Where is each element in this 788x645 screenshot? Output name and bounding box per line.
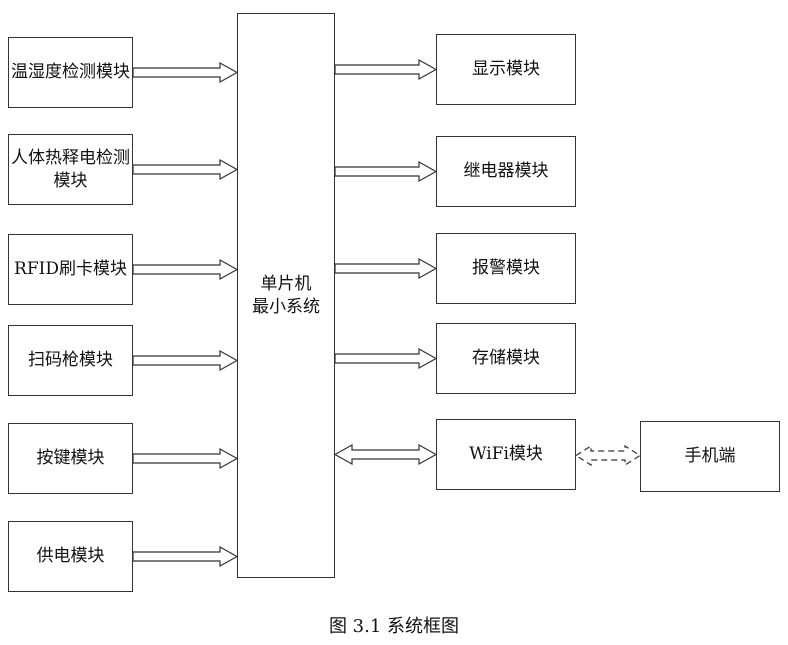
scanner-module-box: 扫码枪模块 (8, 325, 133, 396)
arrow-mcu-wifi-bidirectional (333, 443, 438, 466)
arrow-mcu-to-display (334, 58, 438, 81)
phone-box: 手机端 (640, 421, 780, 492)
figure-caption: 图 3.1 系统框图 (328, 616, 460, 637)
module-label: 人体热释电检测 模块 (11, 147, 130, 191)
arrow-power-to-mcu (132, 545, 239, 568)
phone-label: 手机端 (684, 446, 736, 467)
mcu-system-box: 单片机 最小系统 (237, 13, 335, 578)
alarm-module-box: 报警模块 (436, 233, 576, 304)
mcu-label: 单片机 最小系统 (252, 273, 320, 317)
arrow-scanner-to-mcu (132, 349, 239, 372)
arrow-mcu-to-storage (334, 347, 438, 370)
keypad-module-box: 按键模块 (8, 423, 133, 494)
arrow-mcu-to-relay (334, 160, 438, 183)
module-label: 显示模块 (472, 59, 540, 80)
arrow-wifi-phone-dashed (574, 444, 642, 467)
arrow-rfid-to-mcu (132, 258, 239, 281)
module-label: WiFi模块 (469, 444, 543, 465)
arrow-mcu-to-alarm (334, 257, 438, 280)
module-label: 供电模块 (36, 546, 105, 567)
arrow-pir-to-mcu (132, 158, 239, 181)
wifi-module-box: WiFi模块 (436, 419, 576, 490)
arrow-keypad-to-mcu (132, 447, 239, 470)
display-module-box: 显示模块 (436, 34, 576, 105)
module-label: 存储模块 (472, 348, 540, 369)
module-label: 扫码枪模块 (28, 350, 113, 371)
storage-module-box: 存储模块 (436, 323, 576, 394)
pir-module-box: 人体热释电检测 模块 (8, 134, 133, 205)
module-label: 按键模块 (36, 448, 105, 469)
arrow-temp-to-mcu (132, 61, 239, 84)
module-label: 继电器模块 (463, 161, 549, 182)
module-label: RFID刷卡模块 (14, 259, 127, 280)
power-module-box: 供电模块 (8, 521, 133, 592)
module-label: 报警模块 (472, 258, 540, 279)
module-label: 温湿度检测模块 (11, 62, 130, 83)
relay-module-box: 继电器模块 (436, 136, 576, 207)
rfid-module-box: RFID刷卡模块 (8, 234, 133, 305)
temp-humidity-module-box: 温湿度检测模块 (8, 37, 133, 108)
